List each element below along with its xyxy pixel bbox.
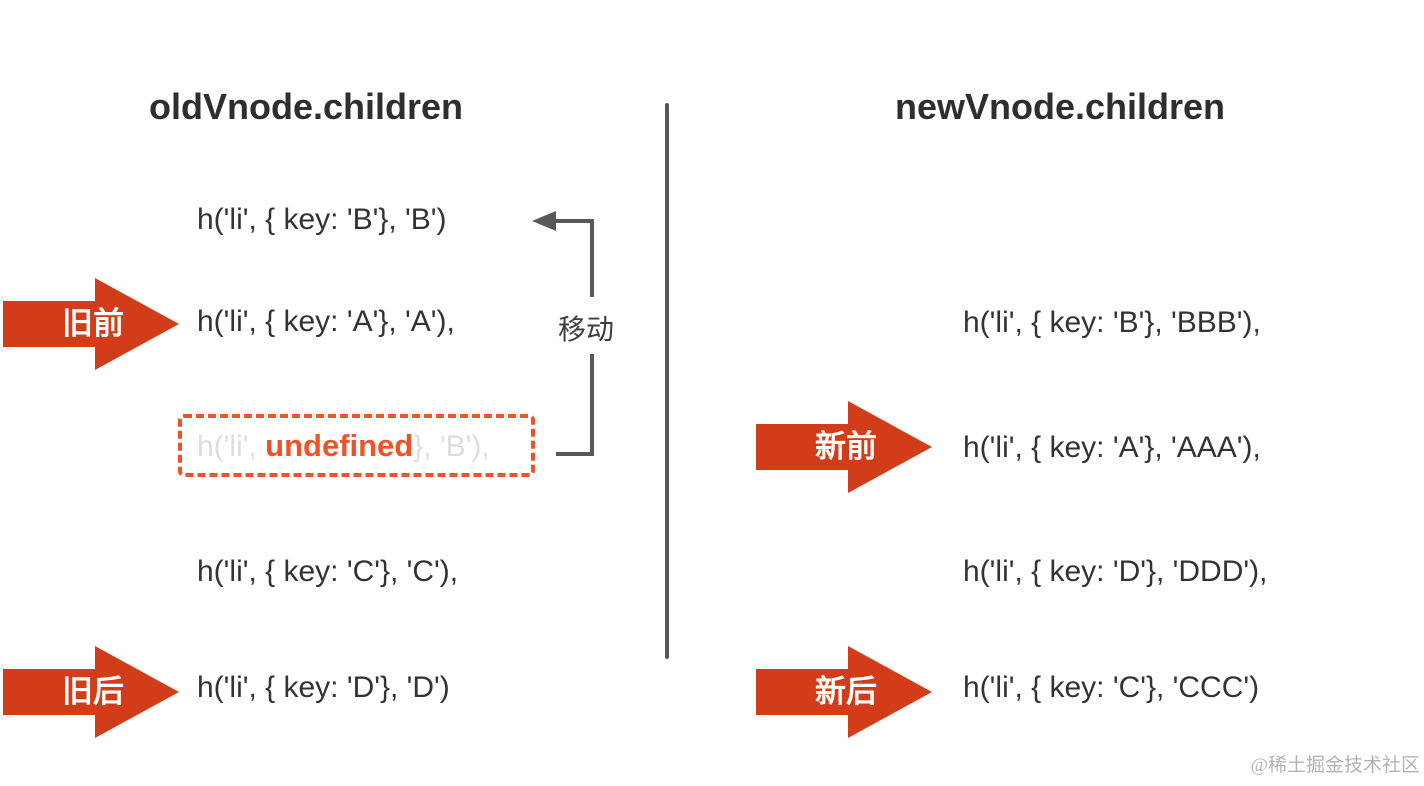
new-back-label: 新后 [815, 674, 877, 709]
old-back-label: 旧后 [62, 674, 124, 709]
old-children-title: oldVnode.children [148, 86, 463, 127]
old-front-label: 旧前 [62, 306, 124, 341]
removed-item-text: h('li', undefined}, 'B'), [197, 418, 490, 473]
new-item-b: h('li', { key: 'B'}, 'BBB'), [963, 306, 1261, 339]
arrow-head-icon [848, 401, 932, 493]
move-line-vertical-lower [590, 354, 594, 456]
undefined-highlight: undefined [265, 428, 414, 463]
move-arrowhead-icon [532, 211, 556, 231]
old-item-c: h('li', { key: 'C'}, 'C'), [197, 555, 459, 588]
new-children-title: newVnode.children [894, 86, 1226, 127]
arrow-head-icon [848, 646, 932, 738]
arrow-body [756, 669, 848, 715]
move-line-bottom [556, 452, 594, 456]
removed-item-prefix: h('li', [197, 430, 266, 463]
column-divider [665, 103, 669, 659]
new-item-a: h('li', { key: 'A'}, 'AAA'), [963, 431, 1261, 464]
old-item-b: h('li', { key: 'B'}, 'B') [197, 203, 447, 236]
arrow-head-icon [95, 646, 179, 738]
old-item-a: h('li', { key: 'A'}, 'A'), [197, 305, 455, 338]
old-item-d: h('li', { key: 'D'}, 'D') [197, 671, 450, 704]
arrow-body [3, 669, 95, 715]
community-watermark: @稀土掘金技术社区 [1250, 755, 1421, 776]
old-back-pointer-arrow: 旧后 [3, 646, 179, 738]
arrow-body [756, 424, 848, 470]
arrow-body [3, 301, 95, 347]
new-item-d: h('li', { key: 'D'}, 'DDD'), [963, 555, 1268, 588]
move-line-top [554, 219, 594, 223]
new-front-label: 新前 [815, 429, 877, 464]
new-back-pointer-arrow: 新后 [756, 646, 932, 738]
move-label: 移动 [558, 314, 615, 345]
new-front-pointer-arrow: 新前 [756, 401, 932, 493]
old-front-pointer-arrow: 旧前 [3, 278, 179, 370]
removed-item-box: h('li', undefined}, 'B'), [178, 414, 535, 477]
new-item-c: h('li', { key: 'C'}, 'CCC') [963, 671, 1260, 704]
removed-item-suffix: }, 'B'), [413, 430, 490, 463]
arrow-head-icon [95, 278, 179, 370]
move-line-vertical-upper [590, 219, 594, 297]
